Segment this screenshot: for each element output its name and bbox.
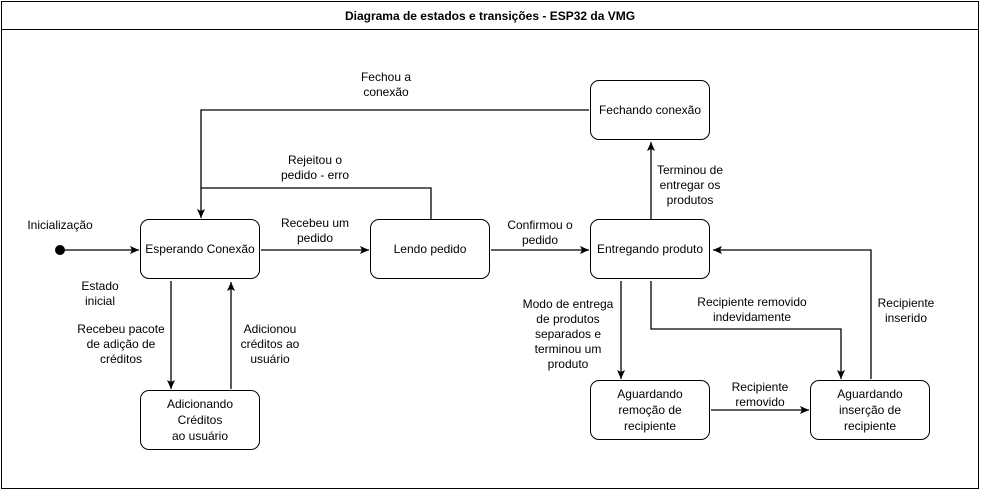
state-fechando-conexao: Fechando conexão bbox=[590, 80, 710, 140]
label-estado-inicial: Estado inicial bbox=[76, 279, 124, 309]
label-rejeitou-pedido: Rejeitou o pedido - erro bbox=[272, 153, 358, 183]
label-inicializacao: Inicialização bbox=[27, 218, 93, 232]
label-recipiente-inserido: Recipiente inserido bbox=[872, 296, 940, 326]
state-aguardando-remocao: Aguardando remoção de recipiente bbox=[590, 380, 710, 440]
label-recebeu-pacote: Recebeu pacote de adição de créditos bbox=[72, 322, 170, 367]
arrow-fechou bbox=[197, 109, 589, 218]
label-fechou-conexao: Fechou a conexão bbox=[360, 70, 412, 99]
label-confirmou-pedido: Confirmou o pedido bbox=[507, 218, 573, 247]
state-lendo-pedido: Lendo pedido bbox=[370, 219, 490, 279]
state-aguardando-insercao: Aguardando inserção de recipiente bbox=[810, 380, 930, 440]
state-esperando-conexao: Esperando Conexão bbox=[140, 219, 260, 279]
arrow-recipiente-inserido bbox=[713, 246, 872, 379]
label-removido-indevidamente: Recipiente removido indevidamente bbox=[697, 295, 807, 324]
label-adicionou-creditos: Adicionou créditos ao usuário bbox=[234, 322, 306, 367]
diagram-title: Diagrama de estados e transições - ESP32… bbox=[2, 2, 978, 30]
arrow-removido-indevidamente bbox=[650, 281, 845, 379]
label-recipiente-removido: Recipiente removido bbox=[731, 380, 789, 409]
initial-state-dot bbox=[55, 245, 65, 255]
label-modo-entrega: Modo de entrega de produtos separados e … bbox=[522, 297, 614, 371]
label-recebeu-pedido: Recebeu um pedido bbox=[280, 216, 350, 245]
label-terminou-entregar: Terminou de entregar os produtos bbox=[652, 163, 728, 208]
arrow-rejeitou bbox=[201, 187, 432, 219]
state-adicionando-creditos: Adicionando Créditos ao usuário bbox=[140, 390, 260, 450]
state-entregando-produto: Entregando produto bbox=[590, 219, 710, 279]
